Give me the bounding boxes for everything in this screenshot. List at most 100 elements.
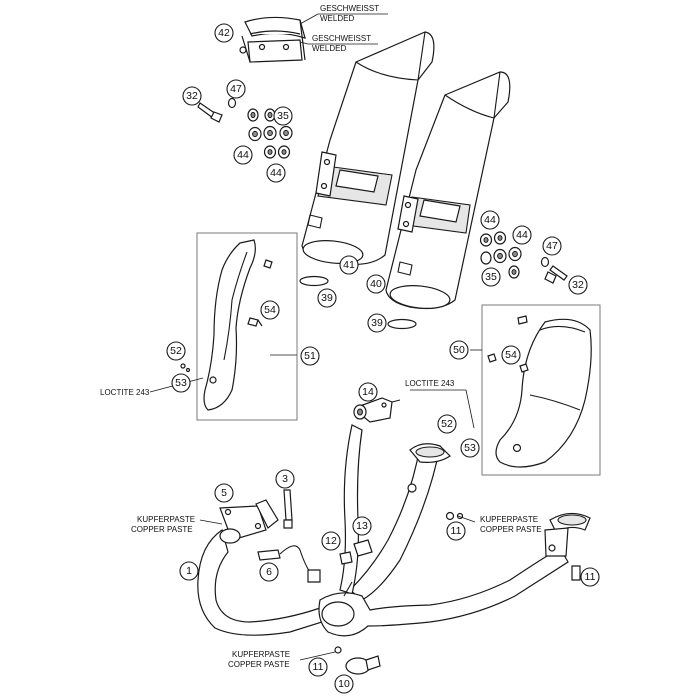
callout-53-right: 53 <box>460 438 480 458</box>
lambda-sensor <box>257 545 321 583</box>
svg-text:44: 44 <box>484 214 496 226</box>
svg-text:50: 50 <box>453 344 465 356</box>
note-copperpaste-bottom: COPPER PASTE <box>228 660 290 669</box>
svg-text:6: 6 <box>266 566 272 578</box>
svg-text:3: 3 <box>282 473 288 485</box>
heat-shield-box-right <box>481 304 601 476</box>
svg-text:32: 32 <box>572 279 584 291</box>
callout-39-upper: 39 <box>317 288 337 308</box>
muffler-gasket-right <box>387 318 417 330</box>
callout-42: 42 <box>214 23 234 43</box>
callout-11-far-right: 11 <box>580 567 600 587</box>
callout-35-left: 35 <box>273 106 293 126</box>
callout-39-lower: 39 <box>367 313 387 333</box>
note-kupferpaste-left: KUPFERPASTE <box>137 515 195 524</box>
rubber-13 <box>353 539 373 557</box>
note-copperpaste-left: COPPER PASTE <box>131 525 193 534</box>
svg-text:13: 13 <box>356 520 368 532</box>
right-side-hardware <box>479 231 568 284</box>
svg-text:42: 42 <box>218 27 230 39</box>
callout-53-left: 53 <box>171 373 191 393</box>
svg-text:53: 53 <box>175 377 187 389</box>
svg-text:40: 40 <box>370 278 382 290</box>
svg-text:44: 44 <box>237 149 249 161</box>
callout-11-right: 11 <box>446 521 466 541</box>
heat-shield-right <box>487 315 592 468</box>
exhaust-header <box>197 424 591 637</box>
svg-text:35: 35 <box>485 271 497 283</box>
svg-text:47: 47 <box>230 83 242 95</box>
muffler-gasket-left <box>299 275 329 287</box>
spacer-12 <box>339 551 353 565</box>
callout-3: 3 <box>275 469 295 489</box>
svg-text:12: 12 <box>325 535 337 547</box>
callout-40: 40 <box>366 274 386 294</box>
upper-left-hardware <box>197 97 293 159</box>
svg-text:41: 41 <box>343 259 355 271</box>
callout-12: 12 <box>321 531 341 551</box>
note-kupferpaste-bottom: KUPFERPASTE <box>232 650 290 659</box>
callout-47-right: 47 <box>542 236 562 256</box>
svg-text:53: 53 <box>464 442 476 454</box>
callout-47-left: 47 <box>226 79 246 99</box>
callout-52-left: 52 <box>166 341 186 361</box>
callout-32-right: 32 <box>568 275 588 295</box>
callout-13: 13 <box>352 516 372 536</box>
exhaust-clamp <box>345 655 381 675</box>
svg-text:54: 54 <box>264 304 276 316</box>
svg-text:35: 35 <box>277 110 289 122</box>
svg-text:44: 44 <box>270 167 282 179</box>
svg-text:14: 14 <box>362 386 374 398</box>
muffler-clamp-bracket <box>239 16 306 63</box>
svg-text:1: 1 <box>186 565 192 577</box>
svg-text:51: 51 <box>304 350 316 362</box>
svg-text:11: 11 <box>585 571 596 583</box>
note-welded-2: WELDED <box>312 44 346 53</box>
callout-44-left-b: 44 <box>266 163 286 183</box>
callout-50: 50 <box>449 340 469 360</box>
callout-32-left: 32 <box>182 86 202 106</box>
callout-5: 5 <box>214 483 234 503</box>
note-geschweisst-2: GESCHWEISST <box>312 34 371 43</box>
note-welded-1: WELDED <box>320 14 354 23</box>
svg-text:52: 52 <box>441 418 453 430</box>
note-loctite-right: LOCTITE 243 <box>405 379 455 388</box>
callout-35-right: 35 <box>481 267 501 287</box>
callout-52-right: 52 <box>437 414 457 434</box>
mounting-bracket <box>353 397 401 423</box>
svg-text:39: 39 <box>321 292 333 304</box>
stud-sleeve <box>283 519 293 529</box>
heat-shield-left <box>203 239 273 411</box>
callout-44-left-a: 44 <box>233 145 253 165</box>
heat-shield-box-left <box>196 232 298 421</box>
callout-51: 51 <box>300 346 320 366</box>
callout-11-bottom: 11 <box>308 657 328 677</box>
svg-text:11: 11 <box>313 661 324 673</box>
stud-bolt <box>283 489 293 521</box>
muffler-right <box>385 71 511 310</box>
svg-text:11: 11 <box>451 525 462 537</box>
callout-6: 6 <box>259 562 279 582</box>
callout-44-right-b: 44 <box>512 225 532 245</box>
note-kupferpaste-right: KUPFERPASTE <box>480 515 538 524</box>
svg-text:5: 5 <box>221 487 227 499</box>
note-loctite-left: LOCTITE 243 <box>100 388 150 397</box>
callout-54-right: 54 <box>501 345 521 365</box>
svg-text:39: 39 <box>371 317 383 329</box>
callout-14: 14 <box>358 382 378 402</box>
muffler-left <box>301 31 435 265</box>
callout-54-left: 54 <box>260 300 280 320</box>
callout-41: 41 <box>339 255 359 275</box>
note-copperpaste-right: COPPER PASTE <box>480 525 542 534</box>
callout-44-right-a: 44 <box>480 210 500 230</box>
svg-text:32: 32 <box>186 90 198 102</box>
note-geschweisst-1: GESCHWEISST <box>320 4 379 13</box>
svg-text:54: 54 <box>505 349 517 361</box>
svg-text:10: 10 <box>338 678 350 690</box>
svg-text:47: 47 <box>546 240 558 252</box>
svg-text:52: 52 <box>170 345 182 357</box>
svg-text:44: 44 <box>516 229 528 241</box>
callout-1: 1 <box>179 561 199 581</box>
callout-10: 10 <box>334 674 354 694</box>
